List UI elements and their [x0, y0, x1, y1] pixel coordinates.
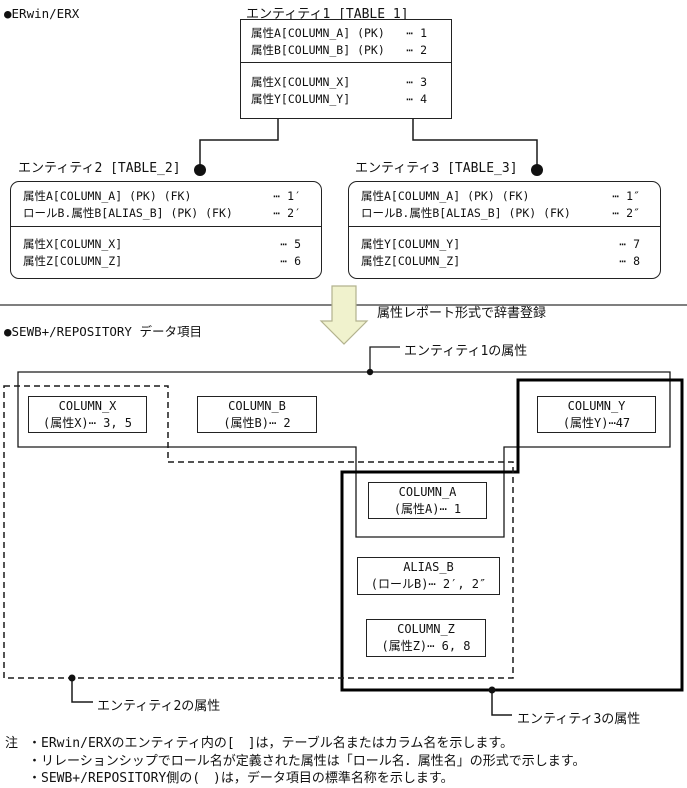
attr-ref: ⋯ 1	[406, 26, 427, 40]
attr-name: 属性X[COLUMN_X]	[23, 237, 123, 251]
region-label-entity3: エンティティ3の属性	[517, 712, 641, 727]
entity-row: 属性Z[COLUMN_Z] ⋯ 8	[349, 253, 660, 270]
attr-name: ロールB.属性B[ALIAS_B] (PK) (FK)	[23, 206, 233, 220]
attr-ref: ⋯ 5	[280, 237, 301, 251]
entity-row: 属性X[COLUMN_X] ⋯ 3	[241, 74, 451, 91]
transform-arrow-label: 属性レポート形式で辞書登録	[377, 306, 547, 321]
region-label-entity2: エンティティ2の属性	[97, 699, 221, 714]
region-label-entity1: エンティティ1の属性	[404, 344, 528, 359]
label-dot-entity1	[366, 368, 374, 376]
data-item-name: COLUMN_Z	[397, 622, 455, 636]
attr-ref: ⋯ 2′	[273, 206, 301, 220]
data-item-column-x: COLUMN_X (属性X)⋯ 3, 5	[28, 396, 147, 433]
attr-name: 属性Y[COLUMN_Y]	[361, 237, 461, 251]
notes-label: 注	[5, 736, 19, 751]
attr-name: 属性Z[COLUMN_Z]	[23, 254, 123, 268]
label-connector-entity1	[369, 346, 400, 371]
attr-name: 属性B[COLUMN_B] (PK)	[251, 43, 385, 57]
data-item-name: COLUMN_B	[228, 399, 286, 413]
entity2-key-section: 属性A[COLUMN_A] (PK) (FK) ⋯ 1′ ロールB.属性B[AL…	[11, 182, 321, 227]
entity1-key-section: 属性A[COLUMN_A] (PK) ⋯ 1 属性B[COLUMN_B] (PK…	[241, 20, 451, 63]
data-item-std-name: (属性A)⋯ 1	[393, 501, 462, 516]
note-line-1: ・ERwin/ERXのエンティティ内の[ ]は，テーブル名またはカラム名を示しま…	[28, 736, 514, 751]
entity-row: 属性B[COLUMN_B] (PK) ⋯ 2	[241, 42, 451, 59]
entity-row: ロールB.属性B[ALIAS_B] (PK) (FK) ⋯ 2″	[349, 205, 660, 222]
data-item-name: COLUMN_Y	[567, 399, 626, 413]
attr-ref: ⋯ 2″	[612, 206, 640, 220]
entity-row: 属性A[COLUMN_A] (PK) ⋯ 1	[241, 25, 451, 42]
data-item-column-a: COLUMN_A (属性A)⋯ 1	[368, 482, 487, 519]
data-item-std-name: (属性X)⋯ 3, 5	[42, 415, 133, 430]
attr-ref: ⋯ 4	[406, 92, 427, 106]
region-entity3-attributes	[340, 378, 684, 692]
entity2-attr-section: 属性X[COLUMN_X] ⋯ 5 属性Z[COLUMN_Z] ⋯ 6	[11, 227, 321, 270]
data-item-name: ALIAS_B	[403, 560, 454, 574]
label-dot-entity2	[68, 674, 76, 682]
attr-ref: ⋯ 8	[619, 254, 640, 268]
entity-row: 属性Z[COLUMN_Z] ⋯ 6	[11, 253, 321, 270]
relationship-dot-entity2	[194, 164, 206, 176]
entity1-box: 属性A[COLUMN_A] (PK) ⋯ 1 属性B[COLUMN_B] (PK…	[240, 19, 452, 119]
attr-ref: ⋯ 7	[619, 237, 640, 251]
entity-row: 属性A[COLUMN_A] (PK) (FK) ⋯ 1″	[349, 188, 660, 205]
transform-arrow-icon	[319, 285, 369, 345]
attr-name: 属性A[COLUMN_A] (PK)	[251, 26, 385, 40]
entity3-box: 属性A[COLUMN_A] (PK) (FK) ⋯ 1″ ロールB.属性B[AL…	[348, 181, 661, 279]
attr-name: 属性X[COLUMN_X]	[251, 75, 351, 89]
entity2-title: エンティティ2 [TABLE_2]	[18, 161, 181, 176]
label-connector-entity2	[71, 680, 93, 703]
entity3-key-section: 属性A[COLUMN_A] (PK) (FK) ⋯ 1″ ロールB.属性B[AL…	[349, 182, 660, 227]
data-item-alias-b: ALIAS_B (ロールB)⋯ 2′, 2″	[357, 557, 500, 595]
data-item-std-name: (属性Z)⋯ 6, 8	[381, 638, 471, 653]
data-item-std-name: (属性Y)⋯47	[562, 415, 631, 430]
connector-entity1-entity2	[199, 119, 279, 166]
connector-entity1-entity3	[412, 119, 538, 166]
entity-row: 属性X[COLUMN_X] ⋯ 5	[11, 236, 321, 253]
entity-row: 属性Y[COLUMN_Y] ⋯ 7	[349, 236, 660, 253]
data-item-column-y: COLUMN_Y (属性Y)⋯47	[537, 396, 656, 433]
data-item-std-name: (ロールB)⋯ 2′, 2″	[370, 576, 487, 591]
note-line-2: ・リレーションシップでロール名が定義された属性は「ロール名．属性名」の形式で示し…	[28, 754, 586, 769]
attr-ref: ⋯ 1″	[612, 189, 640, 203]
region-entity1-attributes	[17, 371, 671, 538]
attr-name: 属性Z[COLUMN_Z]	[361, 254, 461, 268]
attr-ref: ⋯ 6	[280, 254, 301, 268]
attr-ref: ⋯ 1′	[273, 189, 301, 203]
entity1-title: エンティティ1 [TABLE_1]	[246, 7, 409, 22]
entity3-title: エンティティ3 [TABLE_3]	[355, 161, 518, 176]
data-item-std-name: (属性B)⋯ 2	[223, 415, 291, 430]
data-item-column-z: COLUMN_Z (属性Z)⋯ 6, 8	[366, 619, 486, 657]
sewb-section-label: ●SEWB+/REPOSITORY データ項目	[4, 324, 202, 339]
attr-name: ロールB.属性B[ALIAS_B] (PK) (FK)	[361, 206, 571, 220]
attr-name: 属性A[COLUMN_A] (PK) (FK)	[23, 189, 192, 203]
entity-row: ロールB.属性B[ALIAS_B] (PK) (FK) ⋯ 2′	[11, 205, 321, 222]
entity2-box: 属性A[COLUMN_A] (PK) (FK) ⋯ 1′ ロールB.属性B[AL…	[10, 181, 322, 279]
attr-name: 属性A[COLUMN_A] (PK) (FK)	[361, 189, 530, 203]
attr-ref: ⋯ 3	[406, 75, 427, 89]
label-dot-entity3	[488, 686, 496, 694]
note-line-3: ・SEWB+/REPOSITORY側の( )は，データ項目の標準名称を示します。	[28, 771, 454, 786]
erwin-section-label: ●ERwin/ERX	[4, 6, 80, 21]
data-item-name: COLUMN_X	[58, 399, 117, 413]
attr-name: 属性Y[COLUMN_Y]	[251, 92, 351, 106]
data-item-column-b: COLUMN_B (属性B)⋯ 2	[197, 396, 317, 433]
entity1-attr-section: 属性X[COLUMN_X] ⋯ 3 属性Y[COLUMN_Y] ⋯ 4	[241, 63, 451, 108]
relationship-dot-entity3	[531, 164, 543, 176]
entity-row: 属性A[COLUMN_A] (PK) (FK) ⋯ 1′	[11, 188, 321, 205]
region-entity2-attributes	[3, 385, 514, 679]
entity-row: 属性Y[COLUMN_Y] ⋯ 4	[241, 91, 451, 108]
entity3-attr-section: 属性Y[COLUMN_Y] ⋯ 7 属性Z[COLUMN_Z] ⋯ 8	[349, 227, 660, 270]
data-item-name: COLUMN_A	[398, 485, 457, 499]
label-connector-entity3	[491, 692, 512, 716]
attr-ref: ⋯ 2	[406, 43, 427, 57]
